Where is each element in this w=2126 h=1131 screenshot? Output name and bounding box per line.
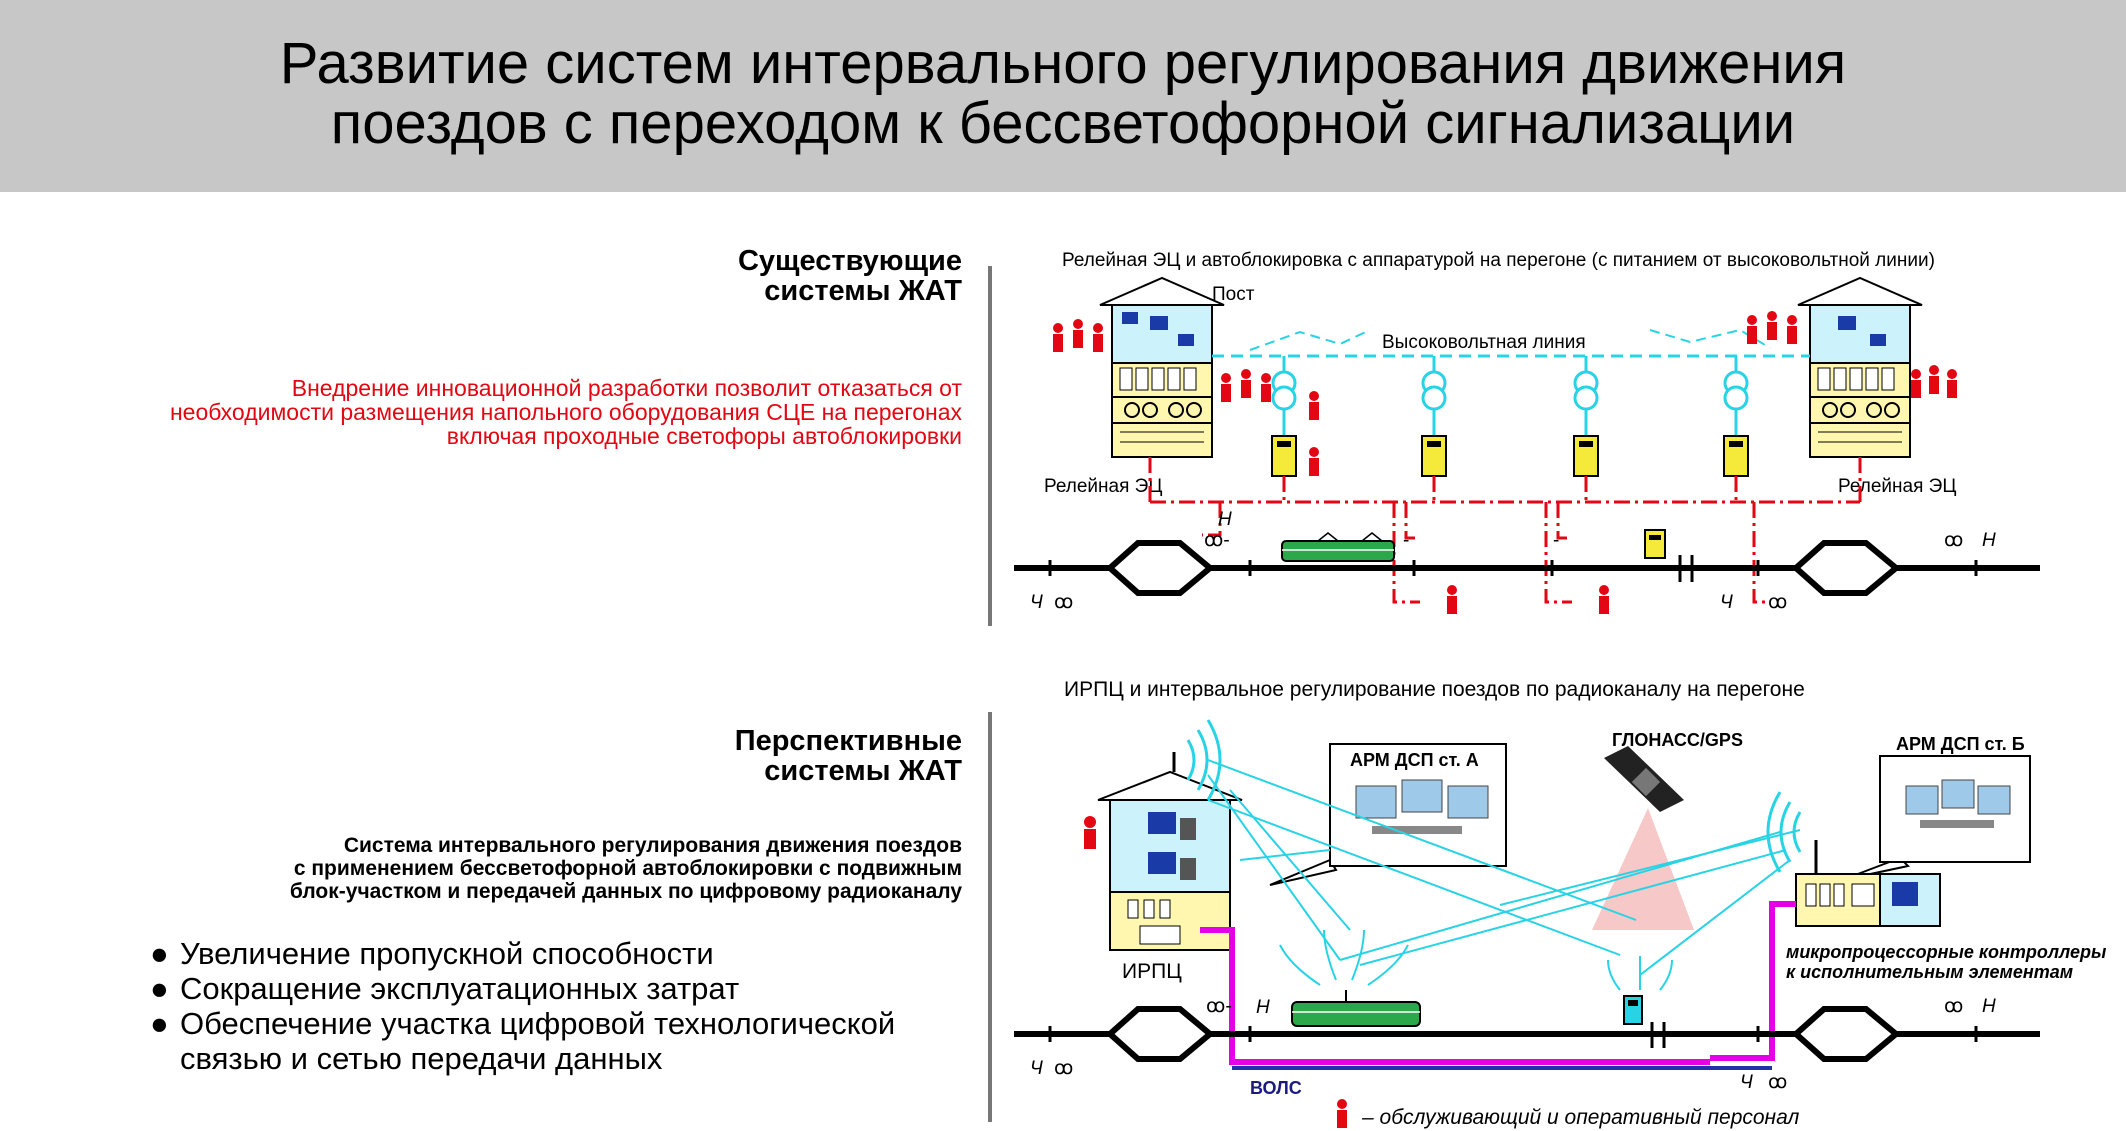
- train-radio-waves-icon: [1279, 929, 1409, 986]
- relay-label-right: Релейная ЭЦ: [1838, 476, 1956, 497]
- radio-waves-icon: [1186, 719, 1222, 801]
- signal-label: Н: [1982, 996, 1996, 1017]
- svg-text:ꝏ: ꝏ: [1944, 530, 1963, 551]
- post-label: Пост: [1212, 284, 1255, 305]
- signal-label: Ч: [1720, 592, 1733, 613]
- svg-text:ꝏ: ꝏ: [1054, 1058, 1073, 1079]
- arm-b-label: АРМ ДСП ст. Б: [1896, 734, 2025, 754]
- page-title-line1: Развитие систем интервального регулирова…: [279, 31, 1847, 96]
- svg-text:‑: ‑: [1553, 530, 1559, 551]
- legend-person-icon: [1337, 1099, 1347, 1128]
- svg-text:‑: ‑: [1403, 530, 1409, 551]
- benefit-item: ● Сокращение эксплуатационных затрат: [150, 971, 895, 1006]
- train: [1281, 532, 1395, 562]
- vols-label: ВОЛС: [1250, 1078, 1302, 1098]
- svg-text:ꝏ: ꝏ: [1054, 592, 1073, 613]
- controllers-label-line2: к исполнительным элементам: [1786, 962, 2073, 982]
- post-building-right: [1797, 276, 1923, 458]
- vols-cable-left: [1200, 927, 1710, 1065]
- station-switch-right: [1791, 540, 1901, 596]
- svg-text:ꝏ: ꝏ: [1768, 1072, 1787, 1093]
- bullet-icon: ●: [150, 971, 169, 1006]
- signals: Н ꝏ‑ Ч ꝏ ‑ ‑ Ч ꝏ Н ꝏ: [1030, 509, 1996, 613]
- existing-diagram: Релейная ЭЦ и автоблокировка с аппаратур…: [1014, 250, 2040, 614]
- benefit-text: Обеспечение участка цифровой технологиче…: [180, 1006, 896, 1041]
- irpc-label: ИРПЦ: [1122, 960, 1182, 983]
- controller-cabinet: [1795, 873, 1941, 927]
- control-cable: [1148, 457, 1862, 604]
- satellite-icon: [1604, 746, 1684, 812]
- signals: Н ꝏ‑ Ч ꝏ Ч ꝏ Н ꝏ: [1030, 996, 1996, 1093]
- future-title: Перспективные системы ЖАТ: [735, 726, 962, 786]
- arm-a-label: АРМ ДСП ст. А: [1350, 750, 1479, 770]
- station-switch-left: [1105, 1006, 1215, 1062]
- benefit-text: Сокращение эксплуатационных затрат: [180, 971, 740, 1006]
- benefit-item: связью и сетью передачи данных: [150, 1041, 895, 1076]
- signal-label: Ч: [1740, 1072, 1753, 1093]
- existing-diagram-caption: Релейная ЭЦ и автоблокировка с аппаратур…: [1062, 250, 1935, 271]
- svg-text:ꝏ: ꝏ: [1768, 592, 1787, 613]
- svg-text:ꝏ‑: ꝏ‑: [1206, 996, 1232, 1017]
- insulated-joint: [1678, 555, 1694, 582]
- arm-a-callout: [1269, 743, 1507, 886]
- train: [1291, 990, 1421, 1027]
- existing-title-line2: системы ЖАТ: [764, 275, 962, 307]
- station-switch-right: [1791, 1006, 1901, 1062]
- benefit-item: ● Обеспечение участка цифровой технологич…: [150, 1006, 895, 1041]
- hv-line-label: Высоковольтная линия: [1382, 332, 1586, 353]
- divider-bottom: [988, 712, 992, 1122]
- signal-label: Н: [1218, 509, 1232, 530]
- irpc-building: [1097, 770, 1243, 951]
- bullet-icon: ●: [150, 1006, 169, 1041]
- benefit-text: связью и сетью передачи данных: [180, 1041, 663, 1076]
- line-transformer: [1271, 356, 1297, 477]
- line-transformer: [1421, 356, 1447, 477]
- future-desc-line1: Система интервального регулирования движ…: [343, 834, 962, 857]
- header-banner: Развитие систем интервального регулирова…: [0, 0, 2126, 192]
- radio-links: [1207, 759, 1801, 976]
- person-icon: [1053, 311, 1957, 614]
- line-transformer: [1573, 356, 1599, 477]
- future-description: Система интервального регулирования движ…: [290, 834, 962, 903]
- signal-label: Н: [1982, 530, 1996, 551]
- track-cabinet: [1644, 529, 1666, 559]
- page-title-line2: поездов с переходом к бессветофорной сиг…: [330, 91, 1796, 156]
- benefit-text: Увеличение пропускной способности: [180, 936, 714, 971]
- benefits-list: ● Увеличение пропускной способности ● Сокр…: [150, 936, 895, 1076]
- gps-label: ГЛОНАСС/GPS: [1612, 730, 1743, 750]
- legend-label: – обслуживающий и оперативный персонал: [1361, 1106, 1800, 1129]
- bullet-icon: ●: [150, 936, 169, 971]
- existing-desc-line2: необходимости размещения напольного обор…: [169, 399, 962, 425]
- existing-description: Внедрение инновационной разработки позво…: [170, 376, 962, 448]
- relay-label-left: Релейная ЭЦ: [1044, 476, 1162, 497]
- future-title-line1: Перспективные: [734, 725, 962, 757]
- line-transformer: [1723, 356, 1749, 477]
- divider-top: [988, 266, 992, 626]
- existing-desc-line1: Внедрение инновационной разработки позво…: [291, 375, 962, 401]
- future-diagram: ИРПЦ и интервальное регулирование поездо…: [1014, 678, 2107, 1129]
- person-icon: [1084, 816, 1096, 849]
- future-title-line2: системы ЖАТ: [764, 755, 962, 787]
- post-building-left: [1099, 276, 1225, 458]
- vols-cable-right: [1710, 901, 1796, 1061]
- benefit-item: ● Увеличение пропускной способности: [150, 936, 895, 971]
- insulated-joint: [1650, 1022, 1666, 1048]
- controllers-label-line1: микропроцессорные контроллеры: [1786, 942, 2107, 962]
- arm-b-callout: [1841, 755, 2031, 881]
- svg-text:ꝏ: ꝏ: [1944, 996, 1963, 1017]
- station-switch-left: [1105, 540, 1215, 596]
- beacon-radio-waves-icon: [1607, 956, 1673, 991]
- future-diagram-caption: ИРПЦ и интервальное регулирование поездо…: [1064, 678, 1805, 701]
- existing-title-line1: Существующие: [737, 245, 962, 277]
- signal-label: Ч: [1030, 1058, 1043, 1079]
- future-desc-line3: блок-участком и передачей данных по цифр…: [289, 880, 962, 903]
- existing-title: Существующие системы ЖАТ: [738, 246, 962, 306]
- existing-desc-line3: включая проходные светофоры автоблокиров…: [446, 423, 962, 449]
- future-desc-line2: с применением бессветофорной автоблокиро…: [293, 857, 962, 880]
- signal-label: Н: [1256, 997, 1270, 1018]
- svg-text:ꝏ‑: ꝏ‑: [1204, 530, 1230, 551]
- signal-label: Ч: [1030, 592, 1043, 613]
